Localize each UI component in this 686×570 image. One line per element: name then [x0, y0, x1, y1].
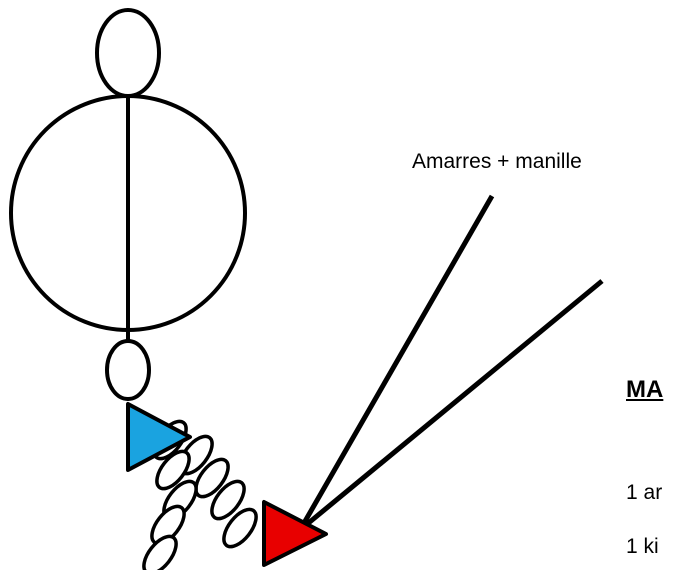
mooring-label: Amarres + manille [412, 150, 582, 173]
chain-link [194, 457, 230, 499]
chain-link [210, 479, 246, 521]
red-triangle [262, 500, 328, 567]
lower-buoy [105, 339, 151, 401]
section-title: MA [626, 376, 664, 403]
chain-link [155, 449, 191, 491]
chain-link [142, 534, 178, 570]
chain-link [222, 507, 258, 549]
list-item: 1 ki [626, 535, 659, 558]
top-buoy [95, 8, 161, 98]
blue-triangle [126, 402, 192, 472]
mooring-line-2 [298, 279, 604, 532]
mooring-line-1 [297, 194, 495, 532]
list-item: 1 ar [626, 481, 663, 504]
